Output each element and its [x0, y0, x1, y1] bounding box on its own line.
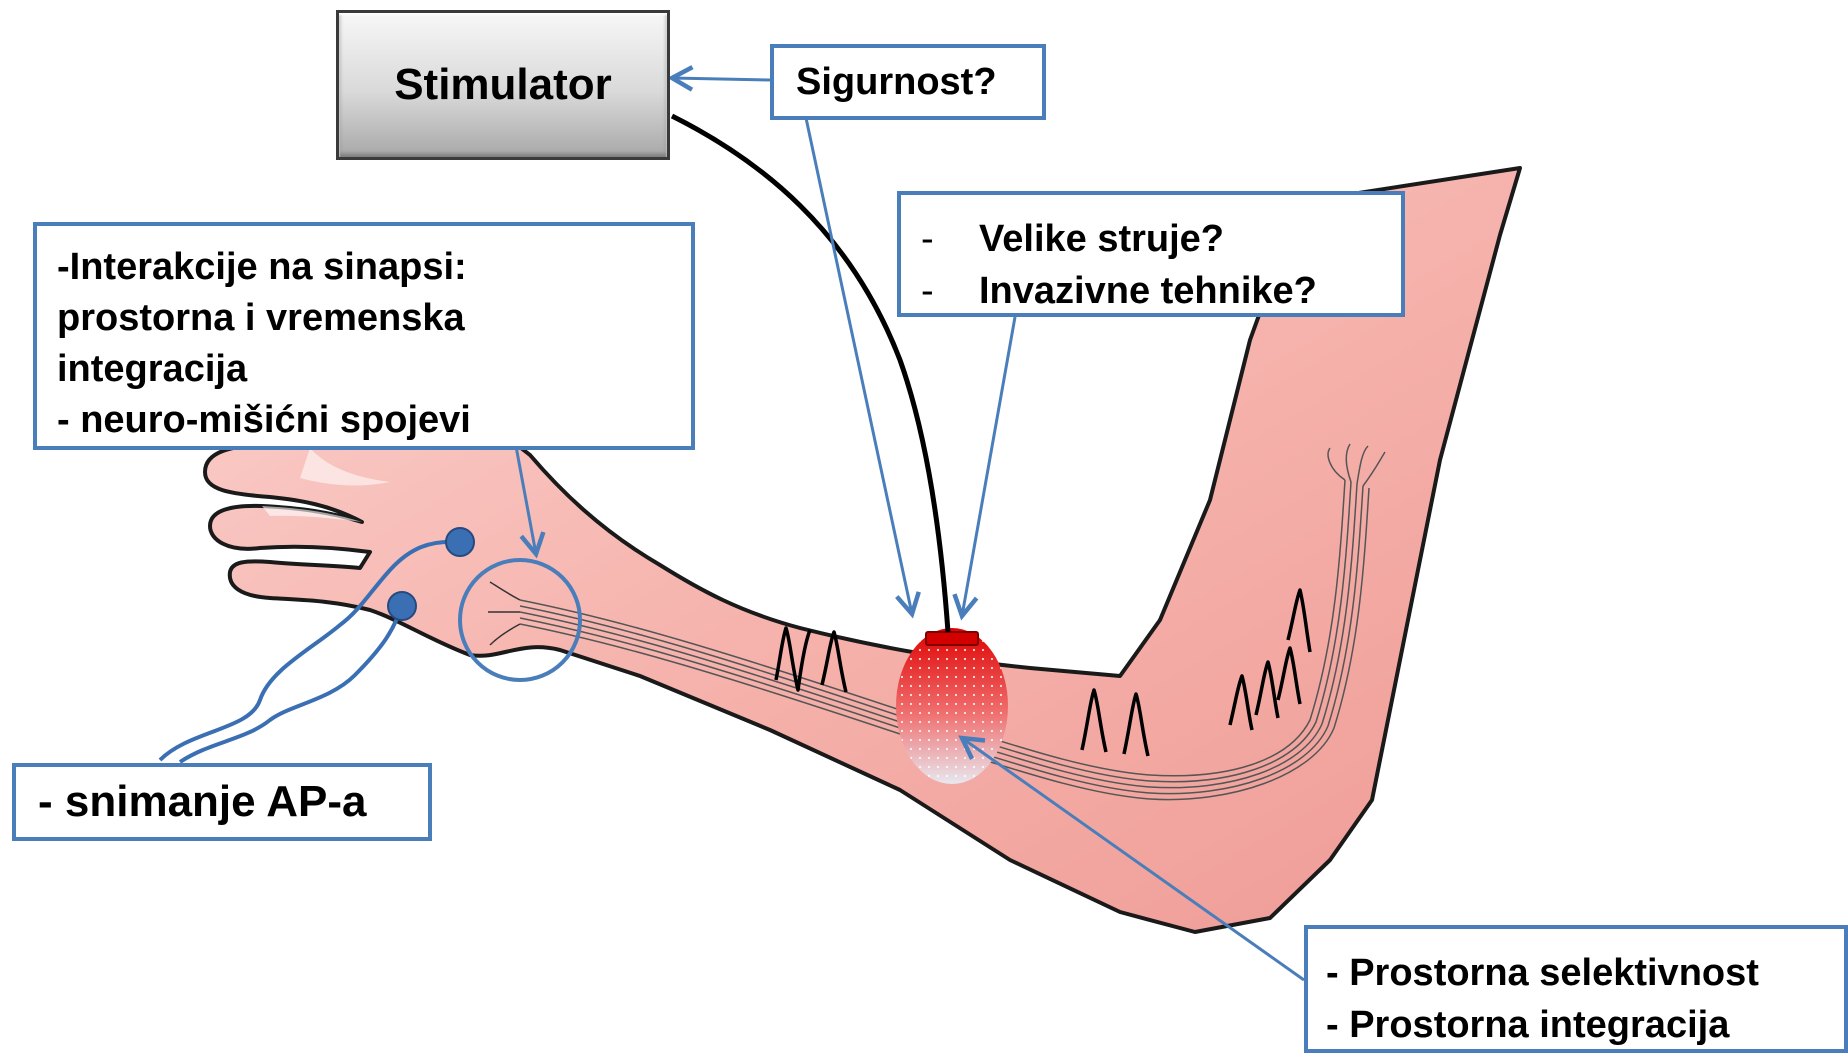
recording-electrode-1 [446, 528, 474, 556]
stimulator-box: Stimulator [336, 10, 670, 160]
currents-line-1: -Velike struje? [921, 213, 1401, 265]
currents-callout: -Velike struje? -Invazivne tehnike? [897, 191, 1405, 317]
recording-electrode-2 [388, 592, 416, 620]
stimulation-field-dots [896, 628, 1008, 784]
recording-callout-text: - snimanje AP-a [38, 777, 366, 827]
stimulator-label: Stimulator [394, 60, 612, 110]
selectivity-callout: - Prostorna selektivnost - Prostorna int… [1304, 925, 1848, 1053]
currents-line-2-text: Invazivne tehnike? [979, 270, 1317, 312]
selectivity-line-2: - Prostorna integracija [1326, 999, 1844, 1051]
currents-line-2: -Invazivne tehnike? [921, 265, 1401, 317]
synapse-callout: -Interakcije na sinapsi: prostorna i vre… [33, 222, 695, 450]
safety-callout-text: Sigurnost? [796, 61, 997, 104]
synapse-line-4: - neuro-mišićni spojevi [57, 395, 691, 446]
safety-callout: Sigurnost? [770, 44, 1046, 120]
recording-callout: - snimanje AP-a [12, 763, 432, 841]
bullet-dash: - [921, 265, 979, 317]
currents-line-1-text: Velike struje? [979, 218, 1224, 260]
bullet-dash: - [921, 213, 979, 265]
stimulating-electrode [926, 632, 978, 645]
synapse-line-1: -Interakcije na sinapsi: [57, 242, 691, 293]
synapse-line-3: integracija [57, 344, 691, 395]
synapse-line-2: prostorna i vremenska [57, 293, 691, 344]
selectivity-line-1: - Prostorna selektivnost [1326, 947, 1844, 999]
